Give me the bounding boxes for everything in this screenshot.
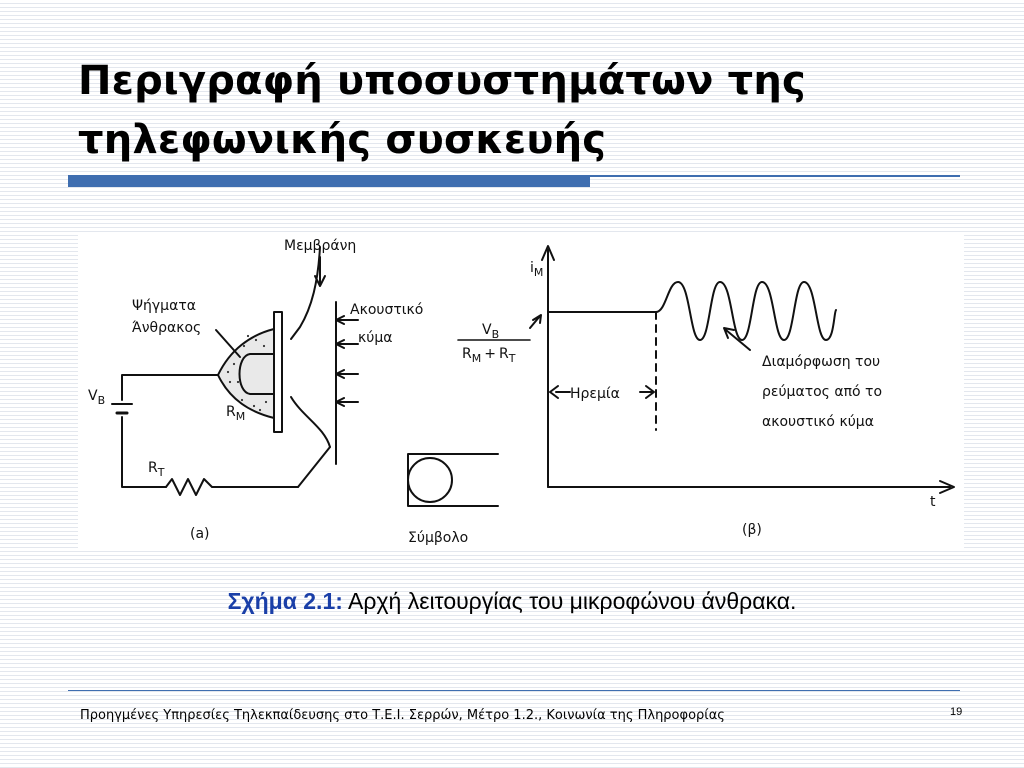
caption-text: Αρχή λειτουργίας του μικροφώνου άνθρακα. (348, 588, 797, 614)
figure-a-label: (a) (190, 526, 210, 542)
membrane-label: Μεμβράνη (284, 238, 356, 254)
microphone-diagram: Μεμβράνη Ψήγματα Άνθρακος Ακουστικό κύμα… (88, 238, 955, 546)
vb-label: VB (88, 388, 105, 407)
page-number: 19 (950, 706, 963, 718)
title-underline-thin (590, 175, 960, 177)
diaphragm-plate (273, 311, 283, 433)
rt-label: RT (148, 460, 165, 479)
microphone-symbol (407, 457, 453, 503)
circuit-wire-to-membrane (297, 446, 331, 488)
current-waveform (547, 281, 837, 341)
membrane-curve (290, 246, 321, 340)
resistor-rt (165, 478, 299, 496)
formula-leader (529, 314, 542, 329)
formula-numerator: VB (482, 322, 499, 341)
modulation-label-line1: Διαμόρφωση του (762, 354, 880, 370)
rm-label: RM (226, 404, 245, 423)
im-axis-label: iM (530, 260, 543, 279)
figure-b-label: (β) (742, 522, 762, 538)
modulation-leader (723, 327, 751, 351)
figure-caption: Σχήμα 2.1: Αρχή λειτουργίας του μικροφών… (0, 588, 1024, 615)
acoustic-label-line2: κύμα (358, 330, 393, 346)
modulation-label-line2: ρεύματος από το (762, 384, 882, 400)
modulation-label-line3: ακουστικό κύμα (762, 414, 874, 430)
formula-denominator: RM+RT (462, 346, 516, 365)
t-axis-label: t (930, 494, 936, 510)
footer-divider (68, 690, 960, 691)
quiescent-arrow-left (549, 385, 571, 399)
electrode (238, 353, 275, 395)
acoustic-label-line1: Ακουστικό (350, 302, 423, 318)
caption-label: Σχήμα 2.1: (227, 588, 343, 614)
microphone-figure: Μεμβράνη Ψήγματα Άνθρακος Ακουστικό κύμα… (78, 232, 964, 550)
carbon-label-line2: Άνθρακος (132, 320, 201, 336)
circuit-wire-top (121, 374, 219, 401)
circuit-wire-left (121, 416, 167, 488)
symbol-label: Σύμβολο (408, 530, 468, 546)
quiescent-label: Ηρεμία (570, 386, 620, 402)
membrane-curve-lower (290, 396, 331, 448)
title-underline (68, 175, 590, 187)
carbon-label-line1: Ψήγματα (132, 298, 196, 314)
slide-title: Περιγραφή υποσυστημάτων της τηλεφωνικής … (78, 58, 806, 163)
footer-text: Προηγμένες Υπηρεσίες Τηλεκπαίδευσης στο … (80, 708, 725, 723)
quiescent-arrow-right (639, 385, 655, 399)
